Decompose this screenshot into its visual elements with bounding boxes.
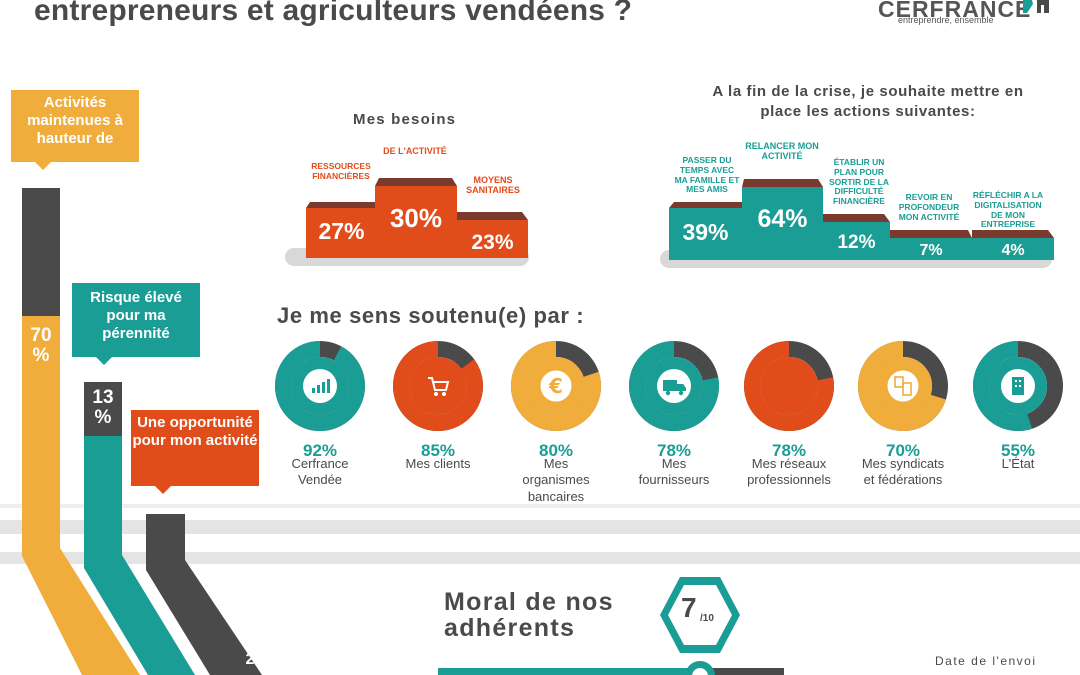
actions-title: A la fin de la crise, je souhaite mettre… — [712, 83, 1024, 121]
besoin-label: MOYENS SANITAIRES — [466, 175, 520, 196]
svg-text:€: € — [548, 374, 563, 398]
besoin-label: DE L'ACTIVITÉ — [383, 146, 447, 156]
donut-label: Cerfrance Vendée — [291, 456, 349, 488]
besoin-label: RESSOURCES FINANCIÈRES — [311, 161, 371, 181]
action-label: RÉFLÉCHIR A LA DIGITALISATION DE MON ENT… — [972, 190, 1044, 230]
euro-icon: € — [548, 374, 563, 398]
action-value: 4% — [1001, 242, 1025, 259]
donut-chart: € — [510, 340, 602, 432]
donut-value: 78% — [771, 441, 807, 460]
donut-chart — [628, 340, 720, 432]
donut-label: Mes organismes bancaires — [522, 456, 590, 504]
handshake-icon — [894, 376, 912, 396]
network-donut — [744, 341, 834, 431]
moral-scale: /10 — [700, 613, 714, 624]
chart-icon — [312, 379, 330, 393]
chart-donut — [275, 341, 365, 431]
cart-donut — [393, 341, 483, 431]
donut-label: Mes fournisseurs — [638, 456, 710, 488]
donut-label: Mes réseaux professionnels — [747, 456, 831, 488]
action-value: 39% — [682, 219, 729, 245]
action-label: ÉTABLIR UN PLAN POUR SORTIR DE LA DIFFIC… — [829, 157, 889, 207]
pct-maintained: 70 % — [30, 325, 52, 366]
donut-chart — [972, 340, 1064, 432]
page-title: entrepreneurs et agriculteurs vendéens ? — [34, 0, 633, 27]
action-value: 64% — [757, 205, 808, 233]
donut-arc — [858, 341, 948, 431]
logo-tagline: entreprendre, ensemble — [898, 15, 994, 25]
donut-label: L'État — [1001, 456, 1035, 471]
moral-hexagon — [660, 577, 740, 653]
handshake-donut — [858, 341, 948, 431]
donut-value: 70% — [885, 441, 921, 460]
donut-arc — [393, 341, 483, 431]
logo-name: CERFRANCE — [878, 0, 1032, 22]
building-icon — [1012, 377, 1024, 395]
network-icon — [779, 379, 799, 395]
donut-value: 80% — [538, 441, 574, 460]
moral-title: Moral de nos adhérents — [444, 588, 644, 642]
background-band — [0, 504, 1080, 508]
pct-risk: 13 % — [92, 387, 114, 428]
truck-donut — [629, 341, 719, 431]
donut-value: 78% — [656, 441, 692, 460]
tag-high-risk: Risque élevé pour ma pérennité — [72, 283, 200, 365]
besoins-podium — [285, 178, 529, 266]
date-label: Date de l'envoi — [935, 654, 1037, 668]
besoins-title: Mes besoins — [353, 111, 457, 128]
action-label: RELANCER MON ACTIVITÉ — [745, 141, 819, 162]
besoin-value: 23% — [471, 231, 514, 254]
soutien-title: Je me sens soutenu(e) par : — [277, 303, 585, 328]
donut-arc — [629, 341, 719, 431]
moral-title-line: Moral de nos adhérents — [444, 588, 614, 642]
left-bars-graphic — [22, 188, 262, 675]
donut-label: Mes clients — [405, 456, 471, 471]
background-band — [0, 520, 1080, 534]
logo-mark-icon — [1023, 0, 1049, 13]
cerfrance-logo: CERFRANCE entreprendre, ensemble — [878, 0, 1058, 36]
donut-value: 55% — [1000, 441, 1036, 460]
tag-opportunity: Une opportunité pour mon activité — [131, 410, 259, 494]
donut-arc — [744, 341, 834, 431]
cart-icon — [428, 377, 450, 396]
besoin-value: 27% — [318, 218, 365, 244]
donut-arc — [973, 341, 1063, 431]
action-value: 7% — [919, 242, 943, 259]
moral-score: 7 — [681, 592, 697, 623]
donut-chart — [743, 340, 835, 432]
donut-chart — [274, 340, 366, 432]
donut-chart — [857, 340, 949, 432]
action-label: PASSER DU TEMPS AVEC MA FAMILLE ET MES A… — [674, 155, 740, 195]
moral-gauge — [438, 661, 784, 675]
donut-value: 92% — [302, 441, 338, 460]
truck-icon — [663, 380, 686, 396]
pct-opportunity: 2 — [245, 651, 255, 668]
donut-arc — [275, 341, 365, 431]
building-donut — [973, 341, 1063, 431]
actions-podium — [660, 179, 1054, 268]
donut-arc — [511, 341, 601, 431]
donut-value: 85% — [420, 441, 456, 460]
action-value: 12% — [837, 232, 876, 253]
background-band — [0, 552, 1080, 564]
action-label: REVOIR EN PROFONDEUR MON ACTIVITÉ — [898, 192, 960, 222]
tag-activities-maintained: Activités maintenues à hauteur de — [11, 90, 139, 170]
euro-donut: € — [511, 341, 601, 431]
besoin-value: 30% — [389, 203, 443, 233]
donut-label: Mes syndicats et fédérations — [861, 456, 945, 488]
donut-chart — [392, 340, 484, 432]
